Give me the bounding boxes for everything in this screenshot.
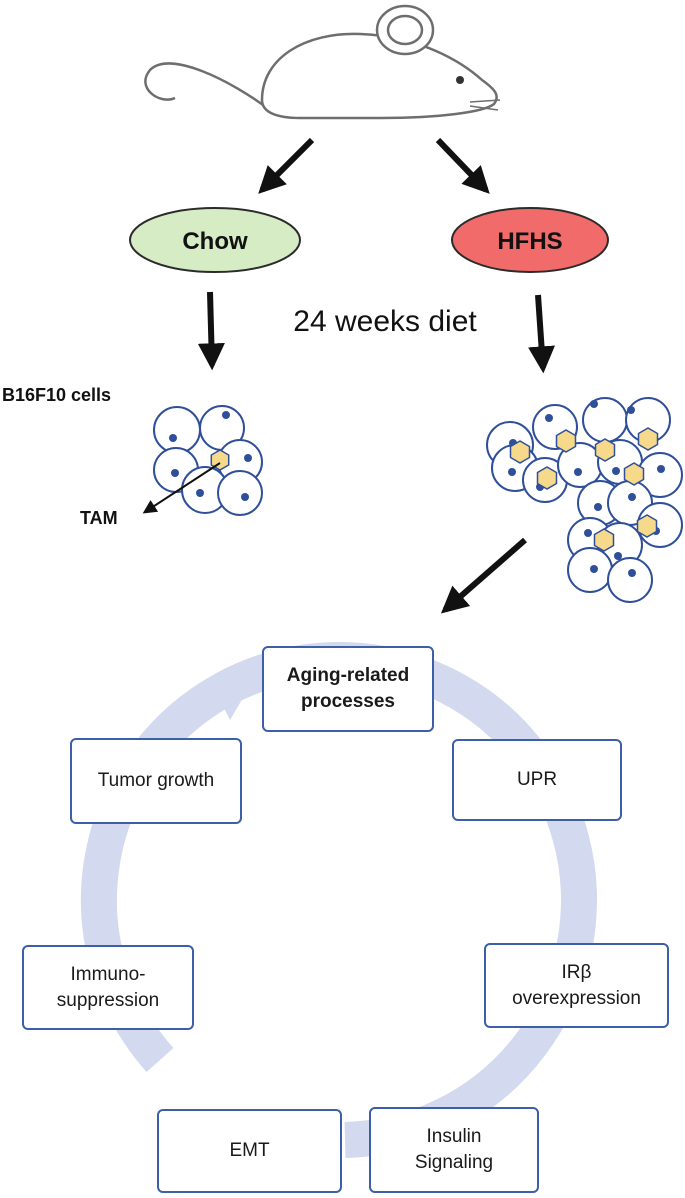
arrow-mouse-to-chow	[258, 137, 315, 194]
tumor-cell	[153, 406, 201, 454]
duration-label: 24 weeks diet	[293, 305, 477, 338]
tumor-cell	[582, 397, 628, 443]
tumor-cell	[607, 557, 653, 603]
cell-nucleus	[628, 569, 636, 577]
cell-nucleus	[627, 406, 635, 414]
cycle-step-insulin: Insulin Signaling	[369, 1107, 539, 1193]
cell-nucleus	[244, 454, 252, 462]
tumor-cell	[567, 547, 613, 593]
mouse-icon	[144, 4, 501, 120]
cycle-step-irb: IRβ overexpression	[484, 943, 669, 1028]
cells-label: B16F10 cells	[2, 385, 111, 405]
cycle-step-immuno: Immuno- suppression	[22, 945, 194, 1030]
cell-nucleus	[657, 465, 665, 473]
chow-tumor-cluster	[153, 405, 263, 516]
chow-ellipse	[129, 207, 301, 273]
chow-label: Chow	[182, 228, 248, 255]
cell-nucleus	[628, 493, 636, 501]
cycle-step-tumor: Tumor growth	[70, 738, 242, 824]
tam-cell	[509, 440, 531, 464]
hfhs-ellipse	[451, 207, 609, 273]
arrow-mouse-to-hfhs	[435, 137, 490, 194]
cell-nucleus	[222, 411, 230, 419]
cell-nucleus	[574, 468, 582, 476]
cell-nucleus	[508, 468, 516, 476]
arrow-chow-down	[197, 291, 225, 371]
cell-nucleus	[171, 469, 179, 477]
tumor-cell	[217, 470, 263, 516]
cycle-step-emt: EMT	[157, 1109, 342, 1193]
tam-cell	[555, 429, 577, 453]
cell-nucleus	[241, 493, 249, 501]
hfhs-tumor-cluster	[486, 397, 683, 603]
tam-cell	[536, 466, 558, 490]
cell-nucleus	[584, 529, 592, 537]
cell-nucleus	[590, 400, 598, 408]
cell-nucleus	[196, 489, 204, 497]
tam-pointer-line	[142, 462, 221, 514]
cell-nucleus	[614, 552, 622, 560]
cell-nucleus	[545, 414, 553, 422]
tam-cell	[636, 514, 658, 538]
cycle-ring	[81, 642, 597, 1158]
cycle-step-upr: UPR	[452, 739, 622, 821]
cell-nucleus	[590, 565, 598, 573]
cell-nucleus	[612, 467, 620, 475]
tam-cell	[637, 427, 659, 451]
tam-label: TAM	[80, 508, 118, 528]
cell-nucleus	[594, 503, 602, 511]
cycle-step-aging: Aging-related processes	[262, 646, 434, 732]
tam-cell	[623, 462, 645, 486]
arrow-hfhs-down	[528, 294, 555, 374]
tam-cell	[593, 528, 615, 552]
cell-nucleus	[169, 434, 177, 442]
arrow-to-cycle	[440, 537, 527, 614]
hfhs-label: HFHS	[497, 228, 562, 255]
tam-cell	[594, 438, 616, 462]
